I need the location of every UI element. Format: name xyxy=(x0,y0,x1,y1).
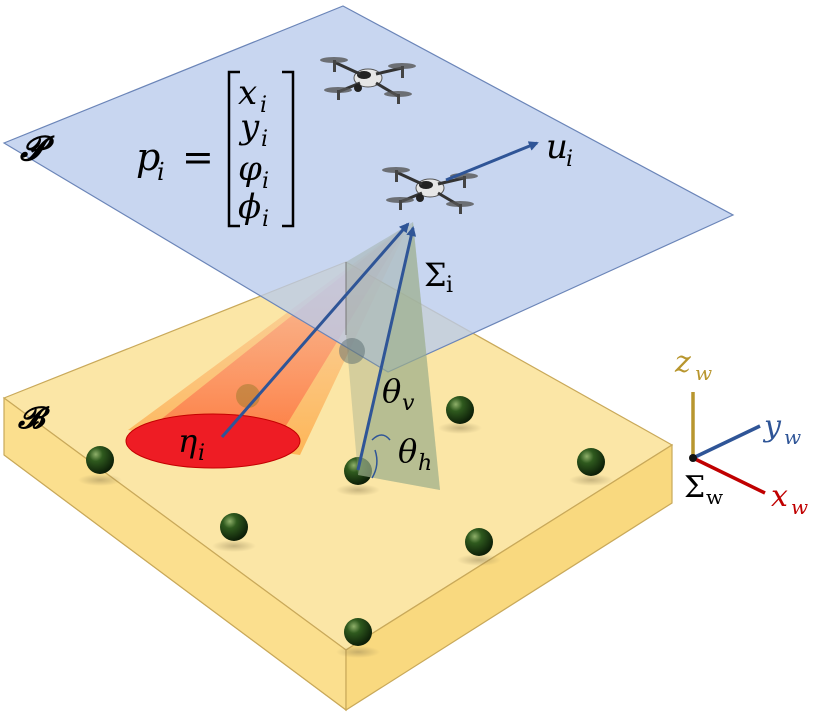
label-z-w-sub: w xyxy=(695,361,712,385)
vector-bracket-right xyxy=(282,70,295,228)
sphere xyxy=(569,448,613,486)
angle-arc-v xyxy=(371,434,391,441)
arrow-theta xyxy=(356,226,417,471)
label-x-w: x xyxy=(771,479,788,514)
label-u: u xyxy=(546,127,568,167)
label-eta: η xyxy=(178,422,197,460)
sphere xyxy=(336,618,380,658)
plane-B-right-face xyxy=(345,443,673,712)
world-frame xyxy=(689,392,766,495)
angle-arc-h xyxy=(371,449,378,479)
vector-phi-sub: i xyxy=(262,207,269,232)
label-theta-v: θ xyxy=(382,372,401,410)
sphere xyxy=(212,513,256,552)
pose-lhs: p xyxy=(136,135,160,179)
label-eta-sub: i xyxy=(198,441,205,466)
vector-x-sub: i xyxy=(260,93,267,118)
label-theta-h: θ xyxy=(398,432,417,470)
label-z-w: z xyxy=(674,345,691,380)
label-theta-h-sub: h xyxy=(418,451,432,476)
label-y-w-sub: w xyxy=(784,425,801,449)
sphere xyxy=(438,396,482,434)
sphere xyxy=(78,446,122,486)
vector-y: y xyxy=(238,107,260,147)
vector-varphi-sub: i xyxy=(262,169,269,194)
label-sigma-w-sub: w xyxy=(706,485,723,509)
vector-y-sub: i xyxy=(261,127,268,152)
label-sigma-i-sub: i xyxy=(446,273,453,298)
label-x-w-sub: w xyxy=(791,495,808,519)
arrow-eta xyxy=(220,222,410,438)
pose-lhs-sub: i xyxy=(157,158,165,186)
footprint-ellipse xyxy=(125,413,301,469)
label-u-sub: i xyxy=(566,147,573,172)
vector-x: x xyxy=(238,73,257,113)
arrow-u xyxy=(445,141,539,182)
label-sigma-i: Σ xyxy=(424,256,447,294)
label-sigma-w: Σ xyxy=(684,470,705,505)
pose-equals: = xyxy=(182,135,214,179)
sphere xyxy=(457,528,501,566)
label-y-w: y xyxy=(762,409,782,444)
vector-phi: ϕ xyxy=(238,187,261,227)
vector-varphi: φ xyxy=(238,149,262,189)
label-theta-v-sub: v xyxy=(402,391,415,416)
vector-bracket-left xyxy=(227,70,240,228)
plane-P xyxy=(2,5,735,373)
spheres xyxy=(78,396,613,658)
